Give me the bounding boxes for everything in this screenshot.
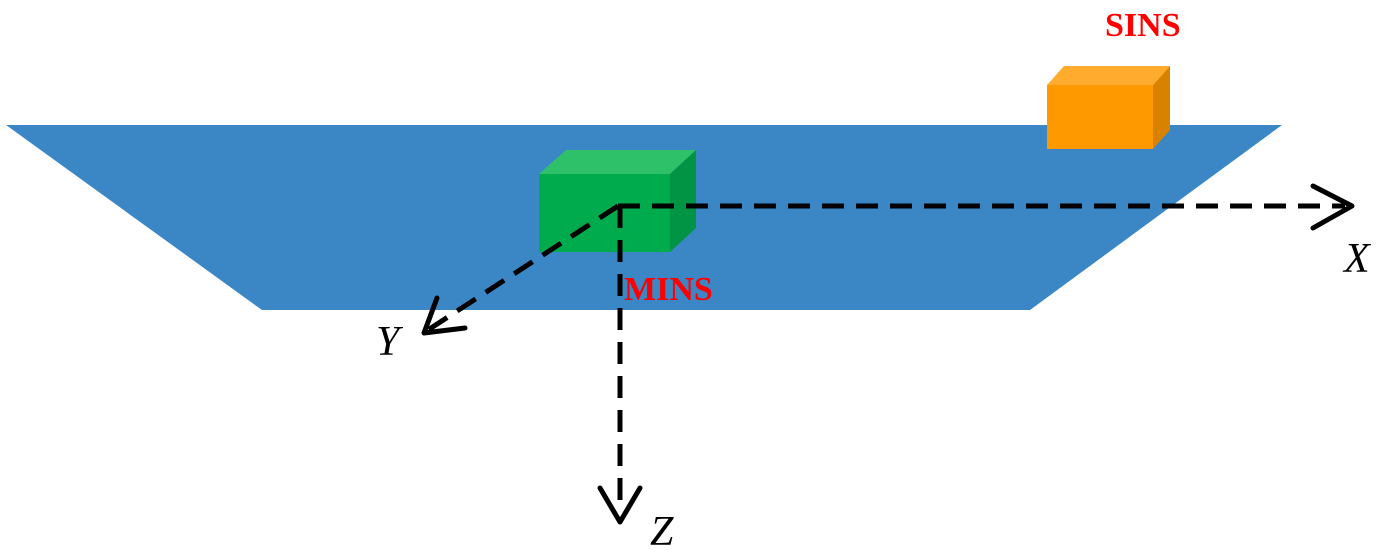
mins-box <box>539 150 696 252</box>
y-axis-label: Y <box>376 319 404 365</box>
sins-box-front <box>1047 85 1153 149</box>
x-axis-label: X <box>1342 236 1372 282</box>
sins-box-top <box>1047 66 1170 85</box>
z-axis-label: Z <box>650 509 674 550</box>
sins-label: SINS <box>1105 7 1181 44</box>
y-axis-arrowhead <box>421 295 468 336</box>
z-axis <box>597 206 643 525</box>
mins-box-top <box>539 150 696 174</box>
mins-label: MINS <box>624 271 713 308</box>
z-axis-arrowhead <box>597 485 643 525</box>
sins-box-side <box>1153 66 1170 149</box>
y-axis-line <box>426 203 620 333</box>
x-axis <box>618 183 1355 231</box>
y-axis <box>421 203 620 336</box>
sins-box <box>1047 66 1170 149</box>
x-axis-arrowhead <box>1310 183 1355 231</box>
mins-box-side <box>670 150 696 252</box>
